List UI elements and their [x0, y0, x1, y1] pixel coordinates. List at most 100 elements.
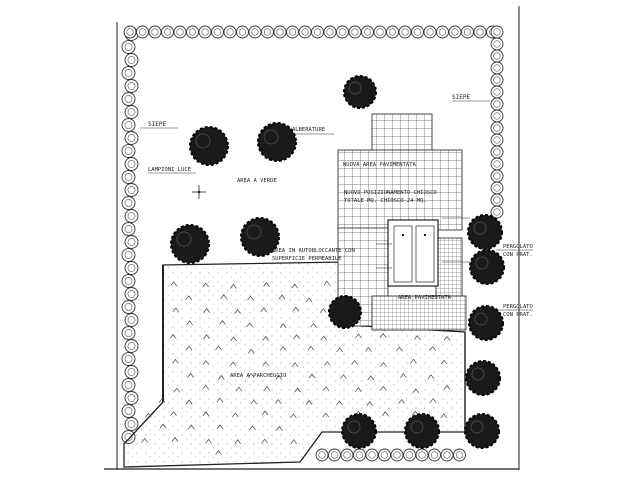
parking-mark	[324, 360, 331, 366]
parking-mark	[170, 281, 177, 287]
hedge-shrub	[124, 365, 139, 379]
lamp-symbol	[192, 185, 206, 199]
hedge-shrub	[121, 92, 136, 106]
parking-mark	[355, 333, 362, 339]
kiosk	[387, 217, 470, 287]
parking-mark	[279, 323, 287, 329]
hedge-shrub	[323, 25, 337, 39]
hedge-shrub	[124, 157, 139, 171]
tree-4	[170, 224, 210, 264]
parking-mark	[413, 335, 421, 341]
tree-1	[343, 75, 377, 109]
parking-mark	[186, 320, 193, 326]
label-chiosco-2: TOTALE MQ. CHIOSCO 24 MQ.	[344, 198, 427, 204]
hedge-shrub	[124, 261, 139, 275]
parking-mark	[202, 282, 209, 288]
tree-5	[240, 217, 280, 257]
parking-mark	[410, 358, 417, 364]
parking-mark	[292, 306, 299, 312]
hedge-shrub	[340, 448, 354, 462]
label-area-parcheggio: AREA A PARCHEGGIO	[230, 373, 286, 379]
hedge-shrub	[336, 25, 349, 39]
parking-marks	[141, 280, 451, 455]
hedge-shrub	[124, 235, 139, 249]
hedge-shrub	[436, 25, 449, 39]
parking-mark	[215, 449, 222, 455]
hedge-shrub	[440, 448, 454, 462]
hedge-shrub	[473, 25, 487, 39]
parking-mark	[230, 336, 237, 342]
parking-mark	[230, 283, 237, 289]
parking-mark	[247, 348, 255, 354]
parking-mark	[216, 397, 224, 403]
parking-mark	[279, 345, 287, 351]
tree-9	[468, 305, 504, 341]
tree-13	[404, 413, 440, 449]
tree-10	[465, 360, 501, 396]
hedge-shrub	[361, 25, 374, 39]
parking-mark	[171, 437, 179, 442]
hedge-shrub	[124, 313, 139, 327]
parking-mark	[443, 335, 451, 341]
parking-mark	[246, 322, 253, 328]
hedge-shrub	[490, 193, 504, 207]
parking-mark	[220, 294, 228, 299]
parking-mark	[187, 424, 195, 430]
border-lines	[104, 6, 520, 470]
tree-8	[469, 249, 505, 285]
hedge-shrub	[121, 66, 136, 80]
hedge-shrub	[490, 133, 504, 147]
label-pergolato-2-line1: PERGOLATO	[503, 304, 533, 310]
hedge-shrub	[490, 25, 504, 39]
parking-mark	[382, 411, 389, 417]
parking-mark	[429, 345, 437, 351]
parking-mark	[307, 345, 315, 351]
hedge-shrub	[373, 25, 387, 39]
hedge-shrub	[428, 448, 441, 462]
parking-mark	[203, 308, 210, 313]
hedge-shrub	[490, 205, 504, 219]
hedge-shrub	[353, 448, 366, 462]
parking-mark	[322, 386, 330, 391]
parking-mark	[310, 322, 317, 328]
hedge-shrub	[423, 25, 437, 39]
parking-mark	[380, 385, 387, 391]
parking-mark	[440, 359, 448, 365]
parking-mark	[427, 374, 435, 380]
parking-mark	[400, 373, 407, 378]
parking-mark	[145, 412, 152, 418]
parking-mark	[443, 385, 451, 390]
hedge-right	[490, 25, 504, 219]
parking-mark	[336, 400, 343, 406]
parking-mark	[367, 375, 375, 381]
hedge-shrub	[328, 448, 341, 462]
label-pergolato-2-line2: CON PRAT.	[503, 312, 533, 318]
parking-mark	[322, 412, 330, 418]
hedge-left	[121, 27, 139, 444]
label-siepe-right: SIEPE	[452, 94, 470, 101]
hedge-shrub	[390, 448, 404, 462]
hedge-bottom	[315, 448, 466, 462]
parking-mark	[185, 345, 193, 351]
parking-mark	[172, 307, 180, 313]
parking-mark	[234, 309, 241, 314]
parking-mark	[173, 387, 181, 393]
hedge-shrub	[286, 25, 299, 39]
hedge-shrub	[124, 79, 139, 93]
parking-mark	[141, 437, 148, 443]
hedge-shrub	[378, 448, 391, 462]
parking-mark	[263, 385, 271, 391]
parking-mark	[351, 359, 358, 365]
parking-mark	[336, 347, 343, 353]
hedge-shrub	[121, 326, 136, 340]
parking-mark	[260, 307, 268, 313]
parking-mark	[159, 423, 167, 429]
hedge-shrub	[411, 25, 424, 39]
parking-mark	[229, 361, 237, 367]
hedge-shrub	[490, 181, 504, 195]
hedge-shrub	[273, 25, 287, 39]
parking-mark	[247, 373, 255, 378]
parking-mark	[429, 398, 437, 403]
parking-mark	[396, 346, 403, 352]
hedge-shrub	[124, 53, 139, 67]
